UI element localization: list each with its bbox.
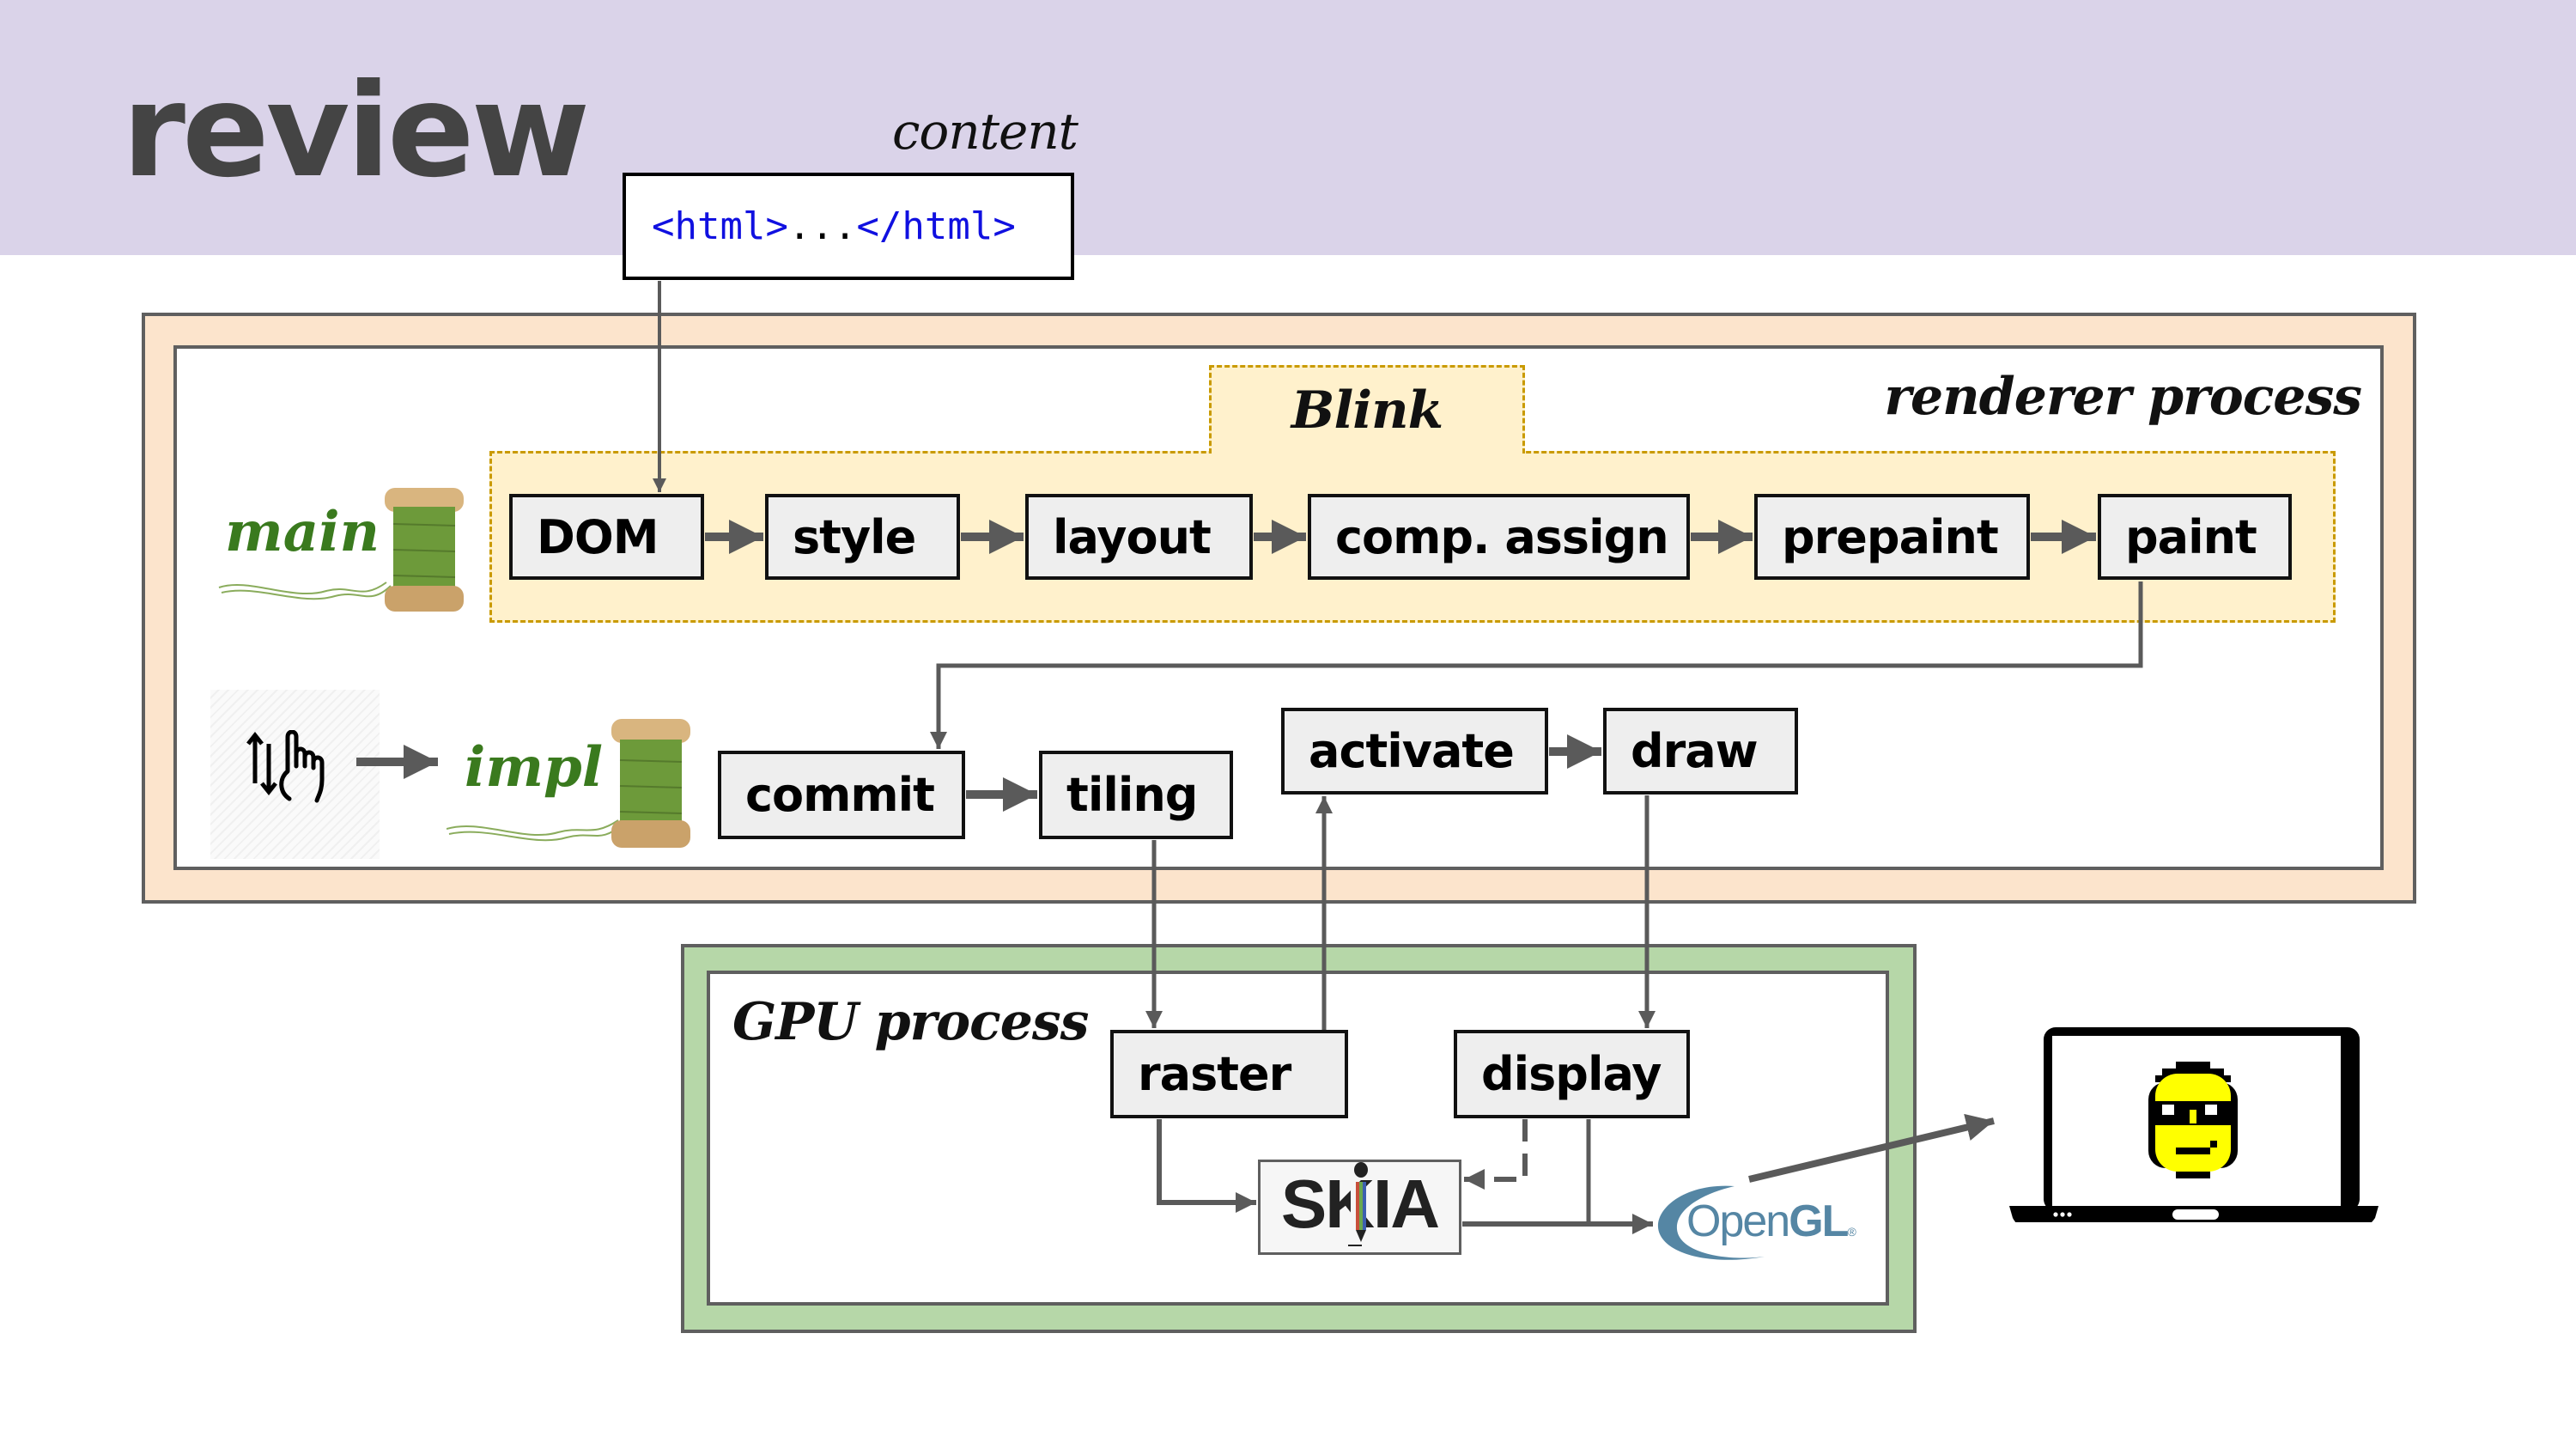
- input-icon-background: [210, 690, 380, 859]
- content-label: content: [891, 102, 1078, 161]
- arrow-raster-to-skia: [1157, 1119, 1256, 1213]
- impl-thread-spool-icon: [447, 719, 690, 848]
- stage-label: draw: [1631, 724, 1759, 778]
- stage-comp-assign: comp. assign: [1308, 494, 1690, 580]
- stage-style: style: [765, 494, 960, 580]
- stage-label: layout: [1053, 509, 1212, 564]
- html-ellipsis: ...: [787, 204, 857, 248]
- blink-label: Blink: [1291, 381, 1444, 441]
- stage-label: style: [793, 509, 916, 564]
- html-close-tag: </html>: [856, 204, 1016, 248]
- opengl-mark: ®: [1847, 1225, 1856, 1239]
- stage-prepaint: prepaint: [1754, 494, 2030, 580]
- stage-layout: layout: [1025, 494, 1253, 580]
- stage-display: display: [1454, 1030, 1690, 1118]
- opengl-logo-icon: [1657, 1185, 1765, 1260]
- cool-smiley-face-icon: [2148, 1062, 2238, 1178]
- stage-label: tiling: [1066, 768, 1198, 822]
- renderer-process-label: renderer process: [1884, 367, 2362, 427]
- arrow-display-to-skia-dashed: [1464, 1119, 1528, 1190]
- stage-activate: activate: [1281, 708, 1548, 795]
- stage-paint: paint: [2098, 494, 2292, 580]
- stage-label: DOM: [537, 509, 659, 564]
- stage-commit: commit: [718, 751, 965, 839]
- laptop-icon: [2009, 1027, 2379, 1222]
- stage-draw: draw: [1603, 708, 1798, 795]
- opengl-gl: GL: [1789, 1196, 1849, 1246]
- blink-tab-joiner: [1212, 447, 1522, 455]
- content-html-box: <html>...</html>: [623, 173, 1074, 280]
- opengl-logo-text: OpenGL®: [1686, 1196, 1856, 1246]
- stage-dom: DOM: [509, 494, 704, 580]
- stage-label: activate: [1309, 724, 1515, 778]
- skia-pencil-icon: [1348, 1162, 1368, 1246]
- stage-label: comp. assign: [1335, 509, 1669, 564]
- stage-raster: raster: [1110, 1030, 1348, 1118]
- stage-label: commit: [745, 768, 935, 822]
- scroll-gesture-hand-icon: [246, 730, 325, 803]
- html-open-tag: <html>: [652, 204, 788, 248]
- main-thread-label: main: [225, 500, 380, 564]
- stage-label: paint: [2125, 509, 2257, 564]
- arrow-opengl-to-laptop: [1748, 1113, 1995, 1183]
- opengl-open: Open: [1686, 1196, 1790, 1246]
- page-title: review: [122, 57, 590, 206]
- gpu-process-label: GPU process: [732, 992, 1089, 1052]
- header-band: [0, 0, 2576, 255]
- stage-label: display: [1481, 1047, 1662, 1101]
- stage-label: prepaint: [1782, 509, 1999, 564]
- arrow-paint-to-commit: [930, 581, 2143, 749]
- main-thread-spool-icon: [218, 488, 464, 612]
- impl-thread-label: impl: [465, 735, 604, 800]
- blink-tab: [1209, 365, 1525, 454]
- stage-tiling: tiling: [1039, 751, 1233, 839]
- stage-label: raster: [1138, 1047, 1291, 1101]
